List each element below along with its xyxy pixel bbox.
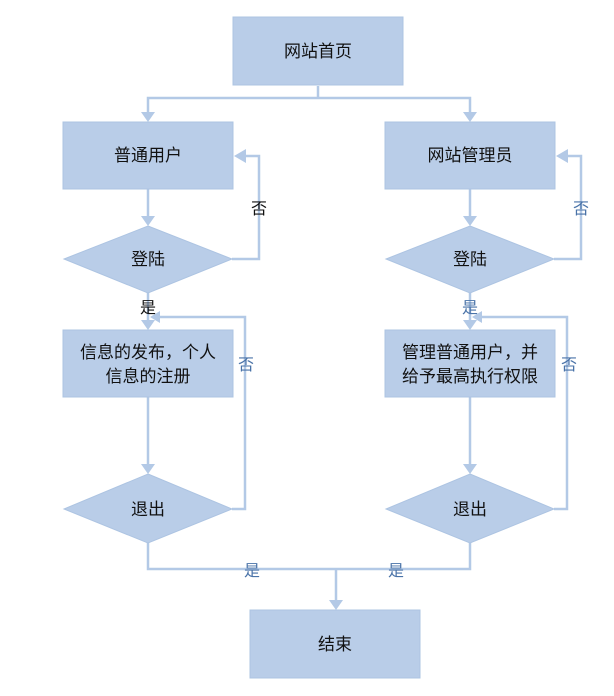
node-home: 网站首页 [232,16,404,86]
node-admin: 网站管理员 [384,121,556,190]
label-login-admin-no: 否 [573,199,589,218]
node-home-label: 网站首页 [284,42,352,62]
label-exit-admin-yes: 是 [388,561,404,580]
node-end: 结束 [249,609,421,679]
node-user-action-line2: 信息的注册 [106,367,191,387]
node-exit-admin-label: 退出 [453,500,487,520]
node-exit-user: 退出 [62,473,234,544]
node-user: 普通用户 [62,121,234,190]
node-login-admin-label: 登陆 [453,250,487,270]
node-end-label: 结束 [318,635,352,655]
node-user-action-line1: 信息的发布，个人 [80,343,216,363]
edge-home-split [146,86,472,114]
edge-exit-admin-no [480,315,569,511]
arrow-back-to-user [234,149,246,163]
node-user-action: 信息的发布，个人 信息的注册 [62,329,234,398]
node-login-admin: 登陆 [384,225,556,294]
arrow-back-to-user-action [150,311,160,323]
arrow-to-exit-user [141,464,155,474]
node-admin-action-line1: 管理普通用户，并 [402,343,538,363]
node-admin-action-line2: 给予最高执行权限 [402,367,538,387]
label-login-admin-yes: 是 [462,298,478,317]
node-exit-user-label: 退出 [131,500,165,520]
node-admin-action: 管理普通用户，并 给予最高执行权限 [384,329,556,398]
label-login-user-no: 否 [251,199,267,218]
node-login-user-label: 登陆 [131,250,165,270]
node-login-user: 登陆 [62,225,234,294]
node-admin-label: 网站管理员 [428,146,513,166]
arrow-to-login-user [141,216,155,226]
arrow-to-user [141,112,155,122]
arrow-back-to-admin-action [472,311,482,323]
label-exit-admin-no: 否 [561,355,577,374]
arrow-back-to-admin [556,149,568,163]
node-user-label: 普通用户 [114,146,182,166]
edge-exit-user-no [158,315,247,511]
label-exit-user-yes: 是 [244,561,260,580]
arrow-to-user-action [141,320,155,330]
edge-login-admin-no [554,154,583,261]
arrow-to-end [329,600,343,610]
edge-exits-to-end [146,543,472,602]
arrow-to-admin-action [463,320,477,330]
edge-labels: 否 是 否 是 否 否 是 是 [140,199,589,580]
label-login-user-yes: 是 [140,298,156,317]
arrow-to-login-admin [463,216,477,226]
label-exit-user-no: 否 [238,355,254,374]
arrow-to-admin [463,112,477,122]
edge-login-user-no [232,154,261,261]
edges [141,86,583,610]
node-exit-admin: 退出 [384,473,556,544]
arrow-to-exit-admin [463,464,477,474]
